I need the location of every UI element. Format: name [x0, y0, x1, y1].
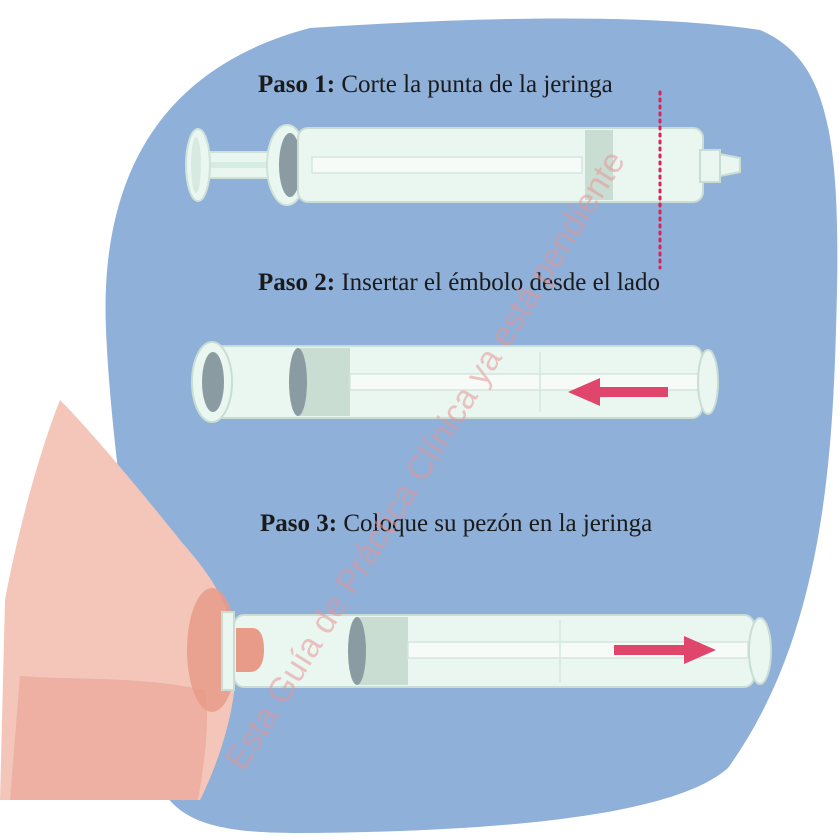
step3-text: Coloque su pezón en la jeringa: [343, 510, 653, 537]
step1-syringe: [185, 90, 741, 270]
step1-text: Corte la punta de la jeringa: [341, 71, 613, 98]
step2-text: Insertar el émbolo desde el lado: [341, 269, 660, 296]
step1-label: Paso 1:: [258, 71, 336, 98]
step3-caption: Paso 3: Coloque su pezón en la jeringa: [260, 510, 652, 538]
step2-syringe: [191, 341, 719, 423]
step2-arrow: [568, 378, 668, 406]
step3-breast: [0, 400, 237, 800]
step2-caption: Paso 2: Insertar el émbolo desde el lado: [258, 269, 660, 297]
step2-label: Paso 2:: [258, 269, 336, 296]
step3-arrow: [614, 636, 716, 664]
step1-caption: Paso 1: Corte la punta de la jeringa: [258, 71, 613, 99]
step3-label: Paso 3:: [260, 510, 338, 537]
step3-syringe: [221, 611, 772, 691]
